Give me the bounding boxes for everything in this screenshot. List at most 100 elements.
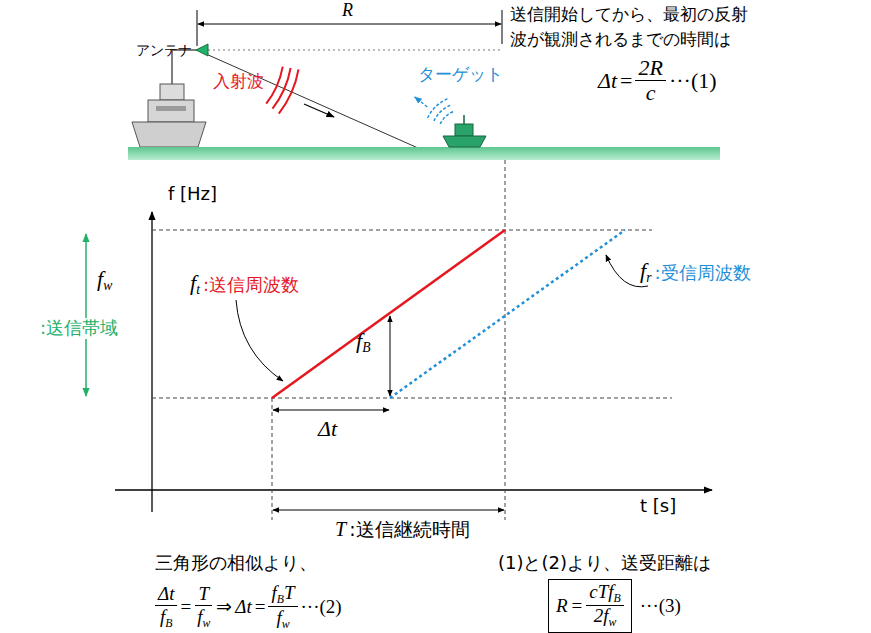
result-box: R=cTfB2fw [548, 579, 632, 633]
reflection-arrow [415, 97, 428, 107]
text-run: t [s] [640, 496, 676, 517]
text-run: Δt [235, 596, 251, 618]
guide-line [505, 160, 506, 520]
annotation: ···(3) [640, 595, 681, 617]
math-symbol: Δt [318, 416, 337, 441]
math-symbol: T [335, 518, 346, 540]
annotation-text: :送信帯域 [40, 317, 118, 338]
math-symbol: f [640, 258, 646, 283]
annotation: 入射波 [213, 72, 264, 92]
receive-sweep [390, 230, 625, 398]
annotation-text: f [Hz] [168, 183, 217, 204]
reflected-wave [434, 105, 452, 121]
equation: fr:受信周波数 [640, 258, 751, 286]
fraction-numerator: 2R [635, 56, 665, 81]
text-run: :送信帯域 [40, 318, 118, 339]
annotation: fB [356, 328, 370, 356]
dimension-tick [197, 10, 198, 46]
duration-arrow [273, 510, 504, 511]
reflected-wave [440, 111, 454, 124]
math-symbol: f [160, 606, 165, 627]
math-symbol: Δt [158, 583, 174, 604]
annotation-text: 送信開始してから、最初の反射 波が観測されるまでの時間は [510, 4, 748, 49]
text-run: 送信開始してから、最初の反射 波が観測されるまでの時間は [510, 4, 748, 49]
math-symbol: w [609, 616, 617, 629]
text-run: 三角形の相似より、 [155, 553, 317, 574]
fraction: 2Rc [635, 56, 665, 105]
annotation-text: (1)と(2)より、送受距離は [498, 552, 711, 573]
text-run: fr [640, 258, 651, 286]
target-hull [443, 136, 486, 147]
fraction-denominator: fB [157, 606, 175, 630]
ship-hull [132, 122, 206, 147]
text-run: T [335, 518, 346, 541]
math-symbol: B [165, 617, 172, 630]
annotation: f [Hz] [168, 184, 217, 205]
text-run: = [180, 596, 191, 618]
sea-surface [128, 147, 720, 160]
math-symbol: c [646, 80, 656, 105]
annotation-text: :受信周波数 [654, 262, 750, 283]
text-run: = [255, 596, 266, 618]
text-run: Δt [598, 68, 617, 93]
equation-sign: = [180, 596, 191, 617]
math-symbol: T [198, 583, 209, 604]
math-symbol: 2f [594, 605, 609, 626]
math-symbol: f [190, 270, 196, 295]
math-symbol: B [614, 592, 621, 605]
annotation-text: :送信周波数 [203, 274, 299, 295]
equation: ΔtfB=Tfw⇒Δt=fBTfw···(2) [155, 582, 342, 632]
text-run: :送信周波数 [203, 271, 299, 296]
equation-sign: = [255, 596, 266, 617]
equation-sign: = [620, 68, 632, 93]
math-symbol: T [284, 582, 295, 603]
math-symbol: f [271, 582, 276, 603]
text-run: R [342, 0, 353, 21]
text-run: ターゲット [418, 65, 503, 85]
time-axis [115, 489, 712, 490]
bandwidth-arrow [85, 234, 87, 396]
dimension-tick [502, 10, 503, 44]
fraction-denominator: c [643, 81, 659, 105]
math-symbol: Δt [235, 596, 251, 617]
leader-line [236, 300, 283, 381]
math-symbol: B [362, 340, 370, 355]
range-dimension [198, 24, 501, 25]
equation-sign: ···(1) [669, 68, 717, 93]
frequency-axis [151, 212, 152, 512]
fraction: fBTfw [268, 582, 297, 632]
incident-wave [273, 68, 291, 109]
guide-line [152, 398, 672, 399]
text-run: Δt [318, 416, 337, 441]
text-run: ···(3) [640, 595, 681, 617]
annotation: 送信開始してから、最初の反射 波が観測されるまでの時間は [510, 2, 762, 51]
target-cabin [455, 124, 473, 136]
leader-line [606, 255, 648, 287]
fraction-numerator: T [195, 583, 212, 606]
annotation: (1)と(2)より、送受距離は [498, 553, 711, 574]
guide-line [152, 230, 652, 231]
equation-sign: ···(3) [640, 595, 681, 616]
text-run: :送信継続時間 [349, 518, 469, 541]
beat-frequency-arrow [390, 316, 391, 396]
math-symbol: R [556, 595, 568, 616]
math-symbol: f [97, 266, 103, 291]
math-symbol: f [276, 607, 281, 628]
reflected-wave [428, 98, 449, 118]
fraction-denominator: fw [194, 606, 213, 630]
math-symbol: R [342, 0, 353, 20]
math-symbol: f [356, 328, 362, 353]
annotation: R [342, 0, 353, 21]
text-run: fw [97, 266, 112, 294]
annotation-text: 入射波 [213, 71, 264, 91]
wave-direction-arrow [304, 104, 334, 117]
annotation-text: アンテナ [136, 42, 192, 58]
annotation: t [s] [640, 496, 676, 517]
text-run: 入射波 [213, 72, 264, 92]
text-run: ⇒ [216, 596, 232, 618]
text-run: fB [356, 328, 370, 356]
math-symbol: cTf [589, 581, 613, 602]
equation: ft:送信周波数 [190, 270, 299, 298]
annotation-text: t [s] [640, 495, 676, 516]
